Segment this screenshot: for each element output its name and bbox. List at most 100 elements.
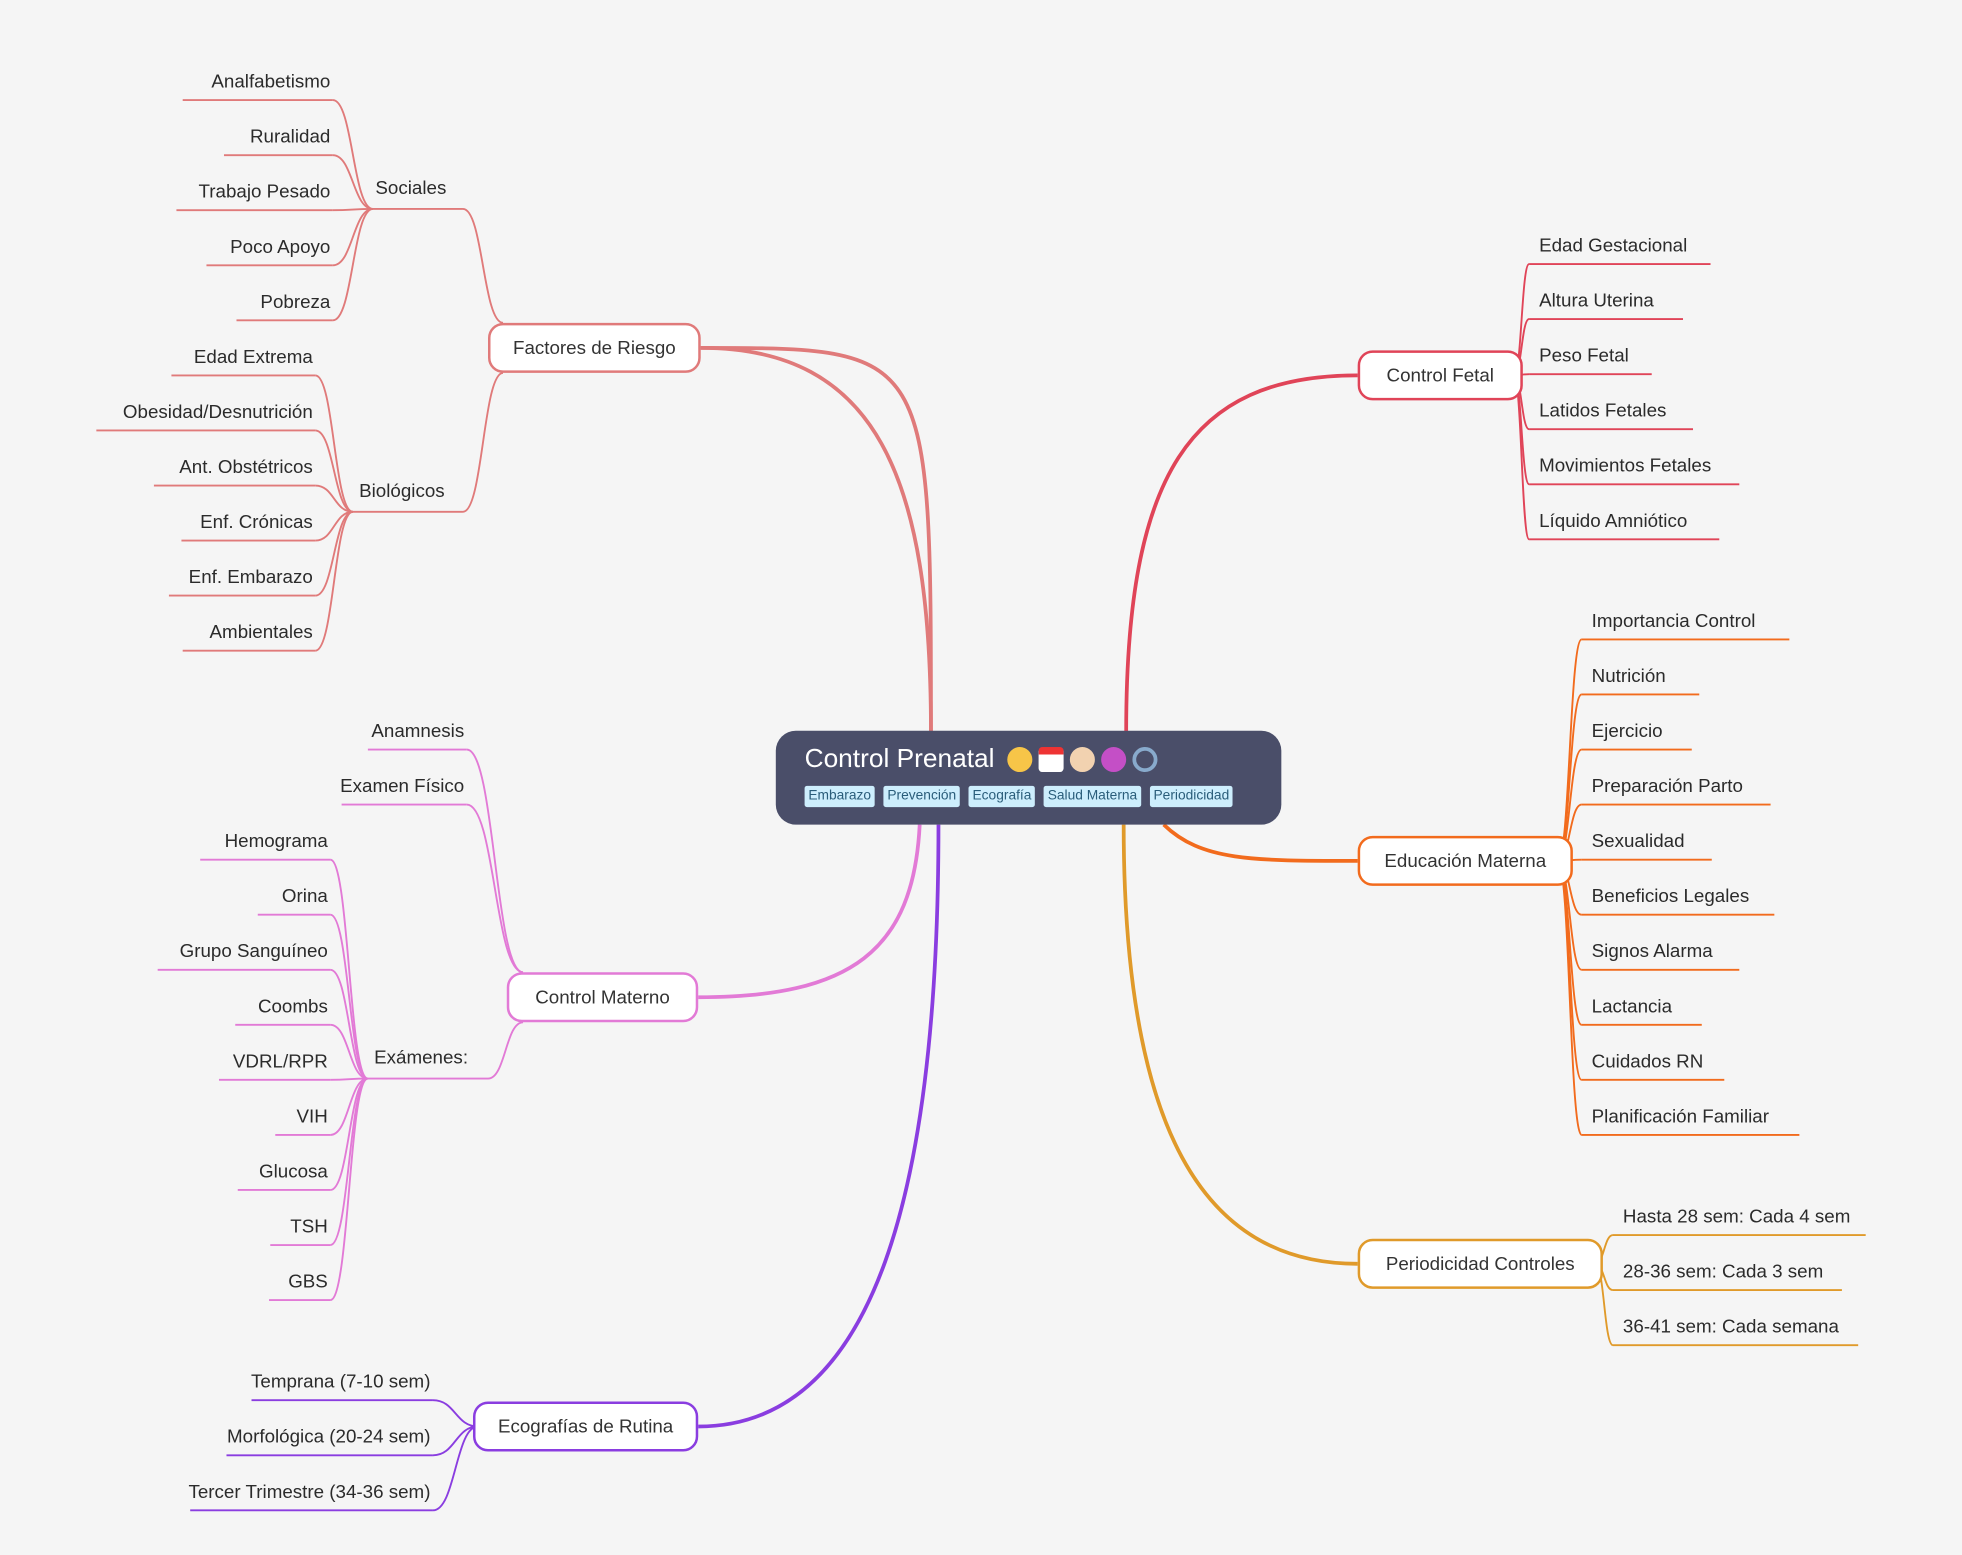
root-tag[interactable]: Salud Materna: [1043, 785, 1141, 808]
examenes-edge: [330, 968, 369, 1080]
sociales-edge: [332, 208, 374, 267]
sociales-edge: [332, 99, 374, 210]
biologicos-item[interactable]: Enf. Embarazo: [188, 566, 313, 589]
control-fetal-item[interactable]: Altura Uterina: [1539, 290, 1654, 312]
root-edge-factores: [700, 345, 933, 733]
control-materno-edge: [466, 803, 524, 974]
biologicos-edge: [314, 374, 354, 513]
biologicos-item[interactable]: Enf. Crónicas: [200, 511, 313, 534]
control-materno-item[interactable]: Examen Físico: [340, 775, 465, 798]
root-edge-ecografias: [698, 824, 941, 1429]
sociales-item[interactable]: Poco Apoyo: [230, 236, 331, 258]
ecografias-item[interactable]: Tercer Trimestre (34-36 sem): [188, 1481, 431, 1503]
sub-node-biologicos[interactable]: Biológicos: [359, 480, 445, 502]
root-edge-control-fetal: [1124, 373, 1358, 733]
control-fetal-item[interactable]: Líquido Amniótico: [1539, 510, 1688, 532]
educacion-item[interactable]: Signos Alarma: [1591, 940, 1713, 963]
root-tag[interactable]: Periodicidad: [1149, 785, 1233, 808]
control-fetal-item[interactable]: Latidos Fetales: [1539, 400, 1667, 422]
biologicos-item[interactable]: Edad Extrema: [193, 346, 313, 368]
examenes-item[interactable]: Orina: [281, 885, 328, 908]
sociales-item[interactable]: Pobreza: [260, 291, 331, 313]
biologicos-edge: [314, 510, 354, 652]
examenes-item[interactable]: Grupo Sanguíneo: [179, 940, 328, 963]
branch-factores-riesgo[interactable]: Factores de Riesgo: [488, 322, 701, 373]
examenes-item[interactable]: VDRL/RPR: [232, 1051, 328, 1073]
examenes-item[interactable]: TSH: [290, 1216, 328, 1238]
biologicos-item[interactable]: Ambientales: [209, 621, 313, 644]
root-edge-factores: [700, 345, 933, 733]
examenes-item[interactable]: GBS: [288, 1271, 328, 1293]
root-tag[interactable]: Prevención: [883, 785, 960, 808]
root-icons: [1006, 747, 1158, 773]
sociales-edge: [332, 154, 374, 210]
examenes-edge: [330, 1077, 369, 1136]
sub-node-sociales[interactable]: Sociales: [375, 177, 447, 199]
branch-control-materno[interactable]: Control Materno: [506, 972, 699, 1023]
root-tag[interactable]: Embarazo: [804, 785, 875, 808]
examenes-edge: [330, 1023, 369, 1080]
educacion-item[interactable]: Beneficios Legales: [1591, 885, 1750, 908]
educacion-item[interactable]: Sexualidad: [1591, 830, 1685, 853]
factores-edge: [462, 208, 504, 324]
breastfeeding-emoji-icon: [1100, 747, 1126, 773]
factores-edge: [462, 371, 504, 513]
biologicos-item[interactable]: Obesidad/Desnutrición: [122, 401, 313, 423]
control-fetal-item[interactable]: Peso Fetal: [1539, 345, 1629, 367]
sub-node-examenes[interactable]: Exámenes:: [374, 1047, 469, 1069]
educacion-edge: [1556, 859, 1583, 1081]
ecografias-edge: [432, 1399, 479, 1428]
branch-control-fetal[interactable]: Control Fetal: [1357, 350, 1523, 401]
health-worker-emoji-icon: [1069, 747, 1095, 773]
materno-edge: [487, 1021, 524, 1080]
ecografias-item[interactable]: Temprana (7-10 sem): [251, 1371, 431, 1393]
branch-ecografias-rutina[interactable]: Ecografías de Rutina: [472, 1401, 699, 1452]
sociales-item[interactable]: Trabajo Pesado: [198, 181, 331, 203]
examenes-item[interactable]: Coombs: [257, 996, 328, 1018]
biologicos-item[interactable]: Ant. Obstétricos: [179, 456, 313, 478]
magnifier-emoji-icon: [1132, 747, 1158, 773]
educacion-item[interactable]: Nutrición: [1591, 665, 1666, 687]
ecografias-edge: [432, 1425, 479, 1457]
ecografias-item[interactable]: Morfológica (20-24 sem): [227, 1426, 431, 1448]
educacion-item[interactable]: Planificación Familiar: [1591, 1106, 1769, 1128]
control-fetal-item[interactable]: Edad Gestacional: [1539, 235, 1688, 257]
branch-periodicidad-controles[interactable]: Periodicidad Controles: [1357, 1238, 1603, 1289]
branch-educacion-materna[interactable]: Educación Materna: [1357, 835, 1573, 886]
root-edge-educacion: [1162, 823, 1358, 863]
examenes-item[interactable]: Glucosa: [258, 1161, 328, 1183]
root-title: Control Prenatal: [804, 744, 995, 774]
sociales-edge: [332, 208, 374, 322]
root-tags: Embarazo Prevención Ecografía Salud Materna…: [804, 785, 1282, 808]
control-materno-item[interactable]: Anamnesis: [371, 720, 465, 743]
biologicos-edge: [315, 429, 354, 513]
educacion-item[interactable]: Preparación Parto: [1591, 775, 1743, 798]
root-node[interactable]: Control Prenatal Embarazo Prevención Ecogr…: [775, 730, 1282, 825]
examenes-edge: [329, 1077, 369, 1246]
examenes-edge: [329, 1077, 369, 1191]
baby-emoji-icon: [1006, 747, 1033, 773]
educacion-item[interactable]: Lactancia: [1591, 996, 1673, 1018]
periodicidad-item[interactable]: Hasta 28 sem: Cada 4 sem: [1622, 1206, 1851, 1228]
periodicidad-item[interactable]: 36-41 sem: Cada semana: [1622, 1316, 1839, 1338]
root-edge-control-materno: [698, 824, 922, 1000]
examenes-item[interactable]: Hemograma: [224, 830, 328, 853]
examenes-edge: [329, 858, 369, 1080]
educacion-edge: [1556, 859, 1583, 1136]
control-fetal-item[interactable]: Movimientos Fetales: [1539, 455, 1712, 477]
examenes-item[interactable]: VIH: [296, 1106, 328, 1128]
educacion-item[interactable]: Importancia Control: [1591, 610, 1756, 632]
control-materno-edge: [466, 748, 524, 974]
educacion-edge: [1556, 638, 1583, 862]
educacion-item[interactable]: Cuidados RN: [1591, 1051, 1704, 1073]
periodicidad-item[interactable]: 28-36 sem: Cada 3 sem: [1622, 1261, 1824, 1283]
examenes-edge: [329, 913, 369, 1080]
biologicos-edge: [315, 484, 353, 513]
calendar-emoji-icon: [1038, 747, 1064, 773]
sociales-item[interactable]: Analfabetismo: [211, 71, 331, 93]
educacion-item[interactable]: Ejercicio: [1591, 720, 1663, 743]
sociales-item[interactable]: Ruralidad: [249, 126, 331, 148]
root-tag[interactable]: Ecografía: [968, 785, 1036, 808]
examenes-edge: [329, 1077, 369, 1302]
